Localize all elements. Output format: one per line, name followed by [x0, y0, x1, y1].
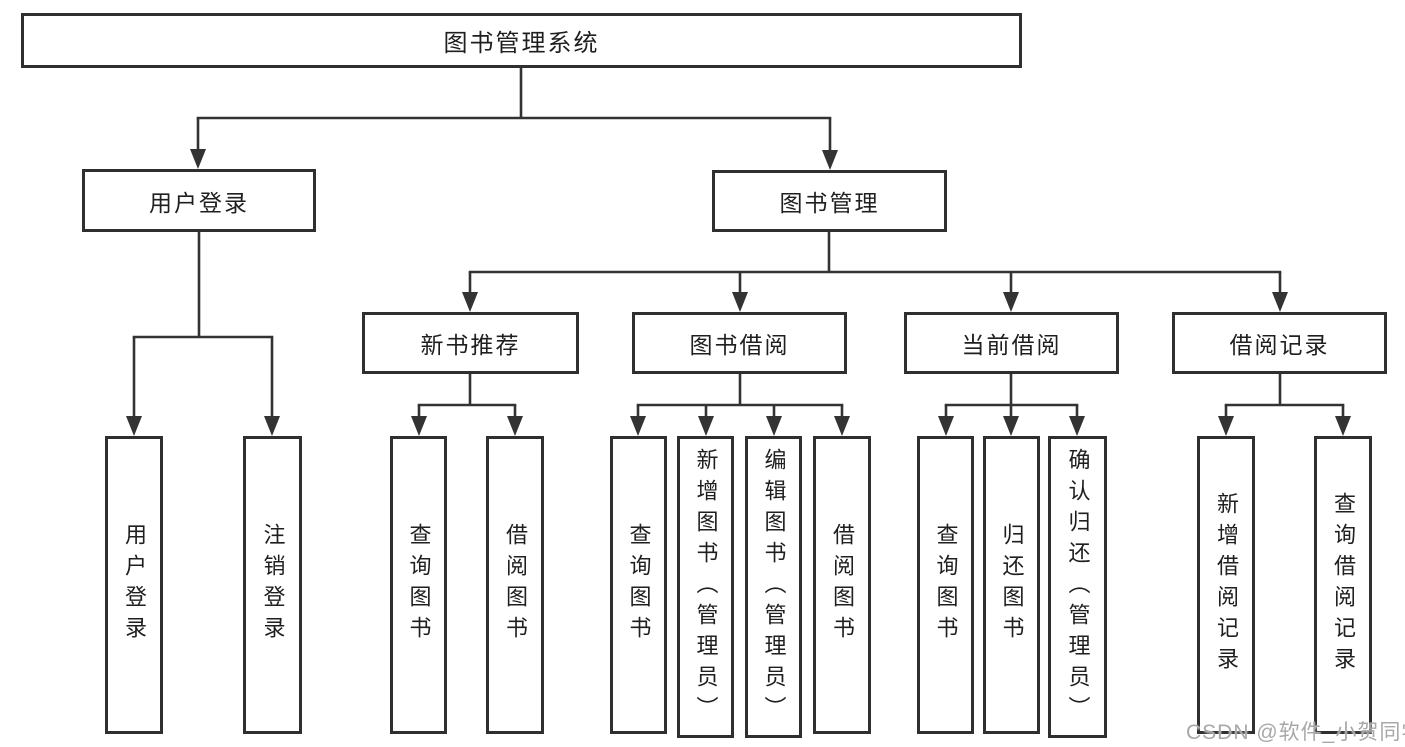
edge-user-login-children: [126, 232, 280, 436]
node-borrow-records: 借阅记录: [1172, 312, 1387, 374]
node-add-borrow-record-label: 新增借阅记录: [1214, 492, 1239, 678]
edge-root-children: [190, 68, 838, 170]
node-query-books-3: 查询图书: [917, 436, 974, 734]
node-book-mgmt: 图书管理: [712, 170, 947, 232]
node-query-books-2-label: 查询图书: [626, 523, 652, 647]
node-new-book-rec-label: 新书推荐: [420, 332, 521, 358]
edge-book-mgmt-children: [462, 232, 1288, 312]
node-root: 图书管理系统: [21, 13, 1022, 68]
node-query-books-3-label: 查询图书: [933, 523, 959, 647]
node-logout-label: 注销登录: [260, 523, 286, 647]
node-borrow-books-2-label: 借阅图书: [830, 523, 855, 647]
node-user-login-branch: 用户登录: [82, 169, 316, 232]
node-query-borrow-record: 查询借阅记录: [1314, 436, 1372, 734]
node-query-books-1: 查询图书: [390, 436, 447, 734]
node-borrow-books-2: 借阅图书: [813, 436, 871, 734]
node-confirm-return-admin: 确认归还（管理员）: [1048, 436, 1107, 738]
edge-book-borrow-children: [630, 374, 850, 436]
node-borrow-books-1-label: 借阅图书: [503, 523, 528, 647]
node-add-book-admin-label: 新增图书（管理员）: [693, 447, 719, 727]
node-confirm-return-admin-label: 确认归还（管理员）: [1065, 447, 1091, 727]
edge-borrow-records-children: [1218, 374, 1351, 436]
node-edit-book-admin-label: 编辑图书（管理员）: [761, 447, 787, 727]
node-user-login-branch-label: 用户登录: [149, 189, 249, 216]
node-query-borrow-record-label: 查询借阅记录: [1331, 492, 1356, 678]
node-user-login: 用户登录: [105, 436, 163, 734]
node-current-borrow-label: 当前借阅: [961, 332, 1062, 358]
node-current-borrow: 当前借阅: [904, 312, 1119, 374]
node-borrow-books-1: 借阅图书: [486, 436, 544, 734]
node-return-book-label: 归还图书: [999, 523, 1025, 647]
node-edit-book-admin: 编辑图书（管理员）: [745, 436, 802, 738]
node-user-login-label: 用户登录: [122, 523, 147, 647]
node-return-book: 归还图书: [983, 436, 1040, 734]
node-new-book-rec: 新书推荐: [362, 312, 579, 374]
node-book-mgmt-label: 图书管理: [779, 190, 880, 216]
node-query-books-1-label: 查询图书: [406, 523, 432, 647]
node-book-borrow: 图书借阅: [632, 312, 847, 374]
node-query-books-2: 查询图书: [610, 436, 667, 734]
node-add-borrow-record: 新增借阅记录: [1197, 436, 1255, 734]
node-book-borrow-label: 图书借阅: [689, 332, 790, 358]
node-root-label: 图书管理系统: [443, 30, 600, 57]
node-logout: 注销登录: [243, 436, 302, 734]
node-borrow-records-label: 借阅记录: [1229, 332, 1330, 358]
watermark: CSDN @软件_小贺同学: [1186, 721, 1405, 744]
edge-new-book-rec-children: [411, 374, 523, 436]
node-add-book-admin: 新增图书（管理员）: [677, 436, 734, 738]
edge-current-borrow-children: [938, 374, 1085, 436]
